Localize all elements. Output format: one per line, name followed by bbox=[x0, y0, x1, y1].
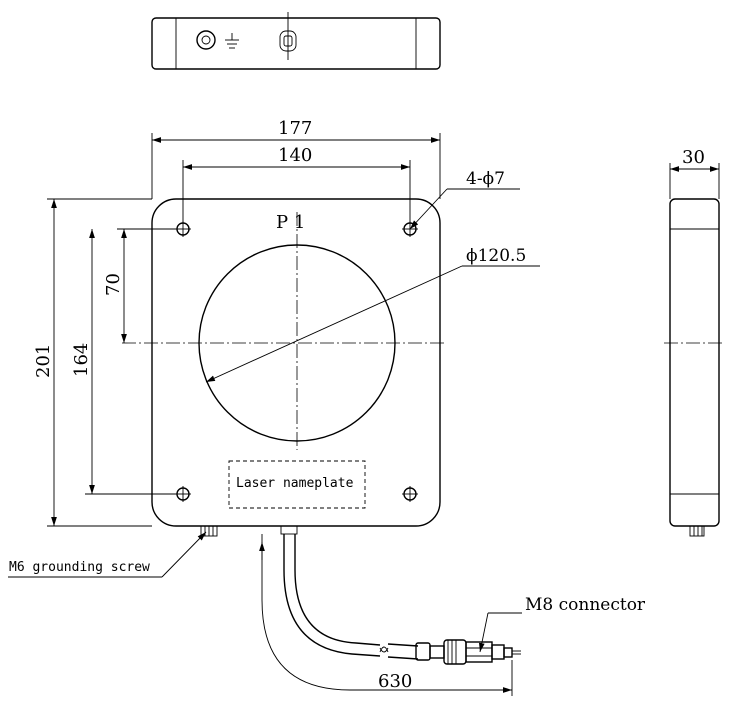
panel-mark: P 1 bbox=[276, 212, 305, 233]
connector-label: M8 connector bbox=[525, 595, 646, 615]
cable bbox=[283, 534, 419, 660]
dim-mounting-holes-text: 4-ϕ7 bbox=[466, 169, 505, 189]
grounding-screw-label: M6 grounding screw bbox=[9, 560, 150, 575]
side-screw-icon bbox=[689, 525, 705, 537]
cable-gland-icon bbox=[279, 12, 297, 60]
mounting-hole-bottom-left bbox=[175, 486, 191, 502]
dim-hole-spacing-vertical-text: 164 bbox=[71, 343, 92, 377]
mounting-hole-top-left bbox=[175, 221, 191, 237]
dim-top-hole-to-center: 70 bbox=[103, 228, 177, 343]
callout-grounding-screw: M6 grounding screw bbox=[8, 531, 207, 578]
dim-thickness-text: 30 bbox=[682, 147, 705, 168]
dim-thickness: 30 bbox=[669, 147, 720, 199]
side-view bbox=[664, 198, 725, 537]
front-view: P 1 Laser nameplate bbox=[122, 198, 446, 537]
top-view bbox=[151, 12, 441, 70]
dim-overall-width-text: 177 bbox=[278, 118, 312, 139]
dim-hole-spacing-horizontal: 140 bbox=[182, 145, 411, 223]
dim-top-hole-to-center-text: 70 bbox=[103, 273, 124, 296]
dim-cable-length-text: 630 bbox=[378, 671, 412, 692]
callout-connector: M8 connector bbox=[478, 595, 646, 653]
nameplate-label: Laser nameplate bbox=[236, 476, 354, 491]
dim-aperture-diameter: ϕ120.5 bbox=[205, 246, 540, 383]
dim-cable-length: 630 bbox=[259, 534, 513, 696]
dim-overall-width: 177 bbox=[151, 118, 441, 199]
dim-hole-spacing-vertical: 164 bbox=[71, 229, 177, 495]
dim-overall-height: 201 bbox=[33, 198, 152, 527]
dim-aperture-diameter-text: ϕ120.5 bbox=[466, 246, 526, 266]
dim-mounting-holes: 4-ϕ7 bbox=[409, 169, 520, 230]
dim-hole-spacing-horizontal-text: 140 bbox=[278, 145, 312, 166]
mounting-hole-bottom-right bbox=[402, 486, 418, 502]
grounding-screw-icon bbox=[200, 525, 218, 537]
dim-overall-height-text: 201 bbox=[33, 344, 54, 378]
grounding-terminal-icon bbox=[196, 30, 239, 50]
m8-connector-icon bbox=[415, 639, 521, 665]
